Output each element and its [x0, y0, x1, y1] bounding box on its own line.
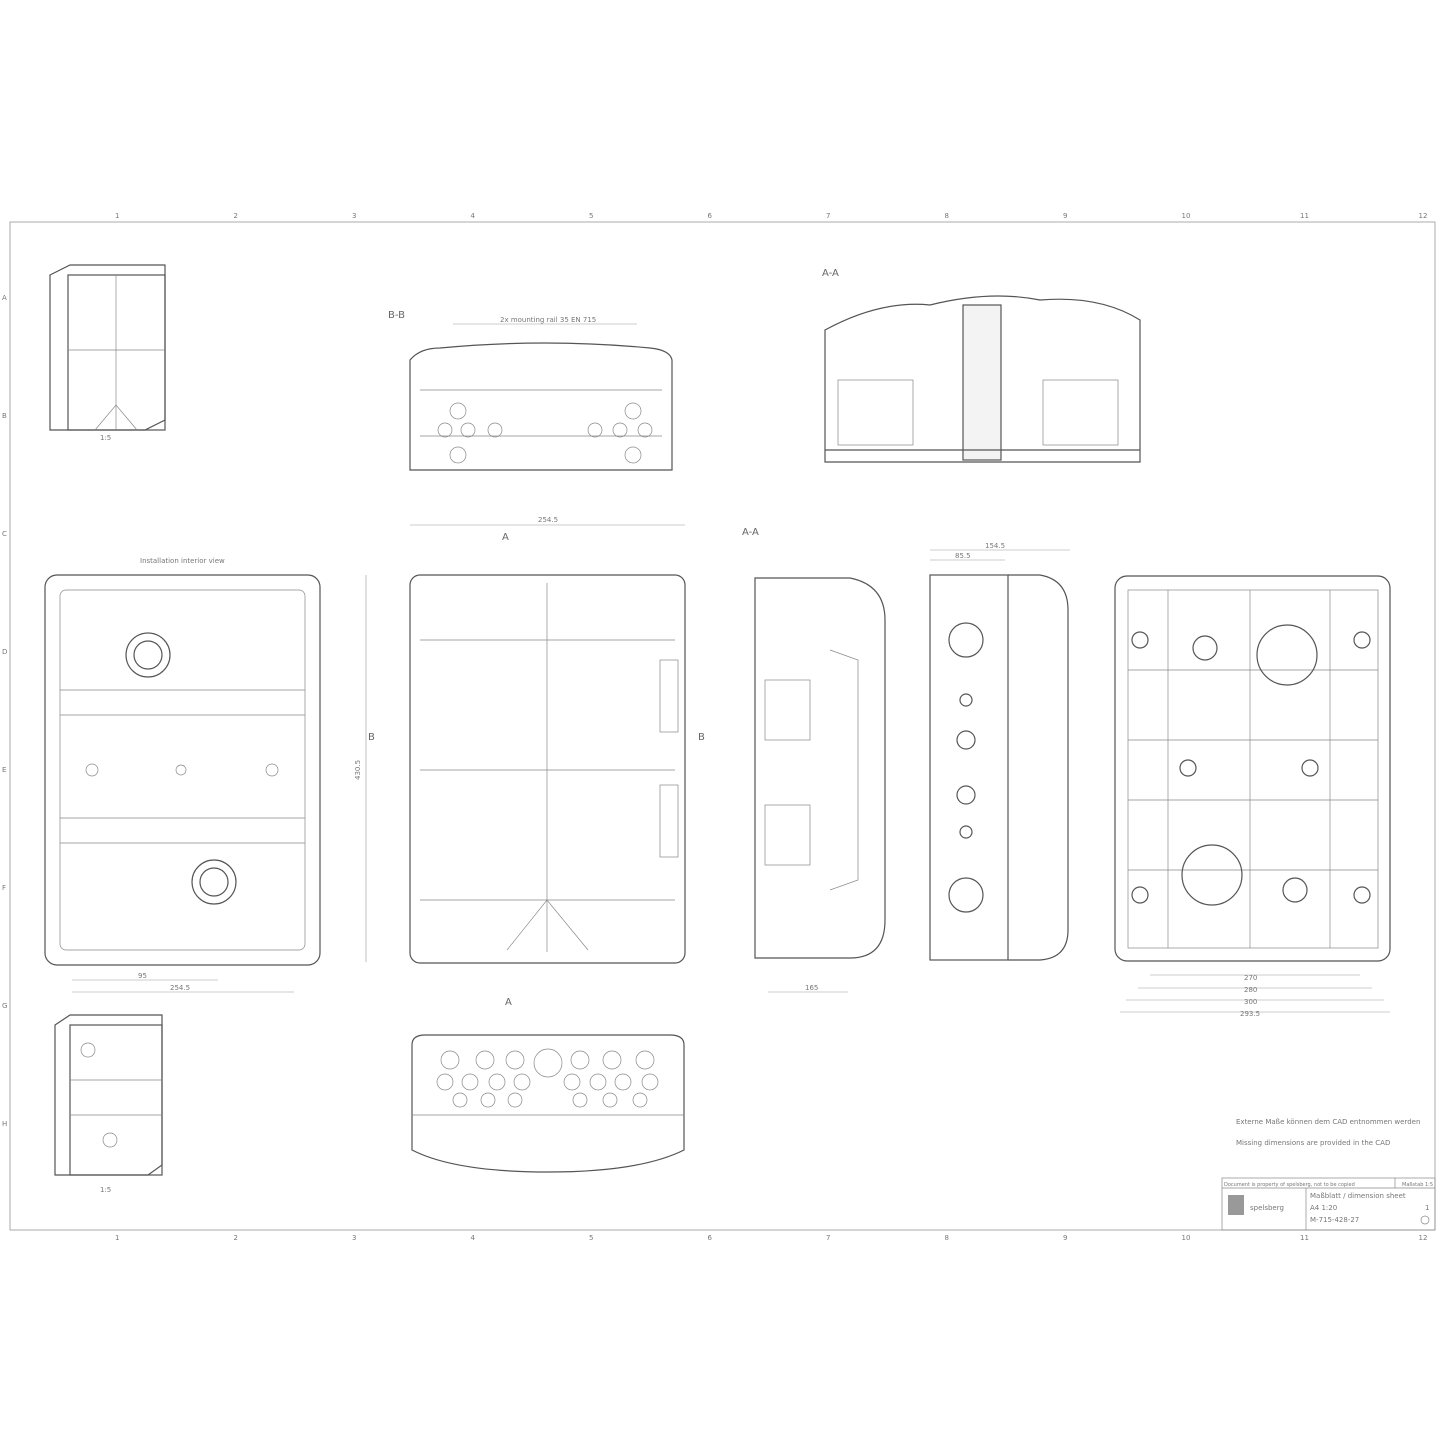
section-bb-view: B-B 2x mounting rail 35 EN 715	[388, 310, 673, 471]
note-german: Externe Maße können dem CAD entnommen we…	[1236, 1118, 1420, 1126]
grid-row-label: C	[2, 530, 7, 538]
iso-bottom-caption: 1:5	[100, 1186, 111, 1194]
inner-spacing-dim: 95	[138, 972, 147, 980]
cable-entry-hole	[533, 1048, 563, 1078]
inner-view-caption: Installation interior view	[140, 557, 225, 565]
grid-column-label: 12	[1419, 212, 1428, 220]
grid-row-label: G	[2, 1002, 7, 1010]
company-name: spelsberg	[1250, 1204, 1284, 1212]
grid-column-label: 10	[1182, 212, 1191, 220]
cable-entry-hole	[632, 1092, 648, 1108]
rear-view: 270 280 300 293.5	[1114, 575, 1391, 1018]
grid-column-label: 1	[115, 212, 119, 220]
cable-entry-hole	[452, 1092, 468, 1108]
grid-row-label: D	[2, 648, 7, 656]
grid-row-label: F	[2, 884, 6, 892]
cable-entry-hole	[572, 1092, 588, 1108]
note-english: Missing dimensions are provided in the C…	[1236, 1139, 1390, 1147]
cut-a-bottom: A	[505, 997, 512, 1008]
grid-column-label: 6	[708, 1234, 713, 1242]
cable-entry-hole	[488, 1073, 506, 1091]
grid-row-label: E	[2, 766, 6, 774]
front-width-dim: 254.5	[538, 516, 558, 524]
aa-depth-dim: 165	[805, 984, 818, 992]
front-interior-view: Installation interior view 95 254.5	[44, 557, 321, 993]
grid-column-label: 9	[1063, 212, 1067, 220]
iso-top-caption: 1:5	[100, 434, 111, 442]
cut-a-top: A	[502, 532, 509, 543]
cable-entry-hole	[480, 1092, 496, 1108]
grid-column-label: 5	[589, 212, 593, 220]
isometric-view-bottom: 1:5	[54, 1014, 163, 1194]
side-view: 154.5 85.5	[929, 542, 1070, 961]
cable-entry-hole	[635, 1050, 655, 1070]
cable-entry-hole	[614, 1073, 632, 1091]
drawing-title: Maßblatt / dimension sheet	[1310, 1192, 1406, 1200]
cable-entry-hole	[507, 1092, 523, 1108]
section-aa-side-label: A-A	[742, 527, 759, 538]
cable-entry-hole	[461, 1073, 479, 1091]
grid-row-label: A	[2, 294, 7, 302]
grid-row-label: H	[2, 1120, 7, 1128]
grid-column-label: 7	[826, 212, 830, 220]
front-height-dim: 430.5	[354, 760, 362, 780]
grid-column-label: 10	[1182, 1234, 1191, 1242]
cut-b-right: B	[698, 732, 705, 743]
disclaimer: Document is property of spelsberg, not t…	[1224, 1182, 1355, 1188]
section-bb-label: B-B	[388, 310, 405, 321]
grid-column-label: 4	[471, 1234, 476, 1242]
rear-dim-1: 270	[1244, 974, 1257, 982]
projection-symbol-icon	[1420, 1215, 1430, 1225]
grid-column-label: 6	[708, 212, 713, 220]
grid-column-label: 2	[234, 1234, 238, 1242]
title-block: Document is property of spelsberg, not t…	[1221, 1177, 1436, 1231]
scale: Maßstab 1:5	[1402, 1182, 1433, 1188]
cable-entry-hole	[475, 1050, 495, 1070]
cable-entry-hole	[513, 1073, 531, 1091]
cable-entry-hole	[589, 1073, 607, 1091]
grid-column-label: 3	[352, 1234, 356, 1242]
grid-column-label: 1	[115, 1234, 119, 1242]
bb-dim: 2x mounting rail 35 EN 715	[500, 316, 596, 324]
rear-dim-3: 300	[1244, 998, 1257, 1006]
side-depth-dim: 154.5	[985, 542, 1005, 550]
sheet-number: 1	[1425, 1204, 1429, 1212]
grid-column-label: 7	[826, 1234, 830, 1242]
front-door-view: 254.5 430.5 A A B B	[354, 516, 705, 1008]
isometric-view-top: 1:5	[49, 264, 166, 442]
section-aa-top-label: A-A	[822, 268, 839, 279]
grid-row-label: B	[2, 412, 7, 420]
cable-entry-hole	[570, 1050, 590, 1070]
rear-dim-2: 280	[1244, 986, 1257, 994]
grid-column-label: 8	[945, 212, 949, 220]
grid-column-label: 3	[352, 212, 356, 220]
company-logo	[1228, 1195, 1244, 1215]
sheet-border	[9, 221, 1436, 1231]
drawing-number: M-715-428-27	[1310, 1216, 1359, 1224]
rear-dim-4: 293.5	[1240, 1010, 1260, 1018]
grid-column-label: 12	[1419, 1234, 1428, 1242]
bottom-view	[411, 1034, 685, 1173]
cable-entry-hole	[602, 1092, 618, 1108]
grid-column-label: 9	[1063, 1234, 1067, 1242]
cable-entry-hole	[436, 1073, 454, 1091]
grid-column-label: 2	[234, 212, 238, 220]
cable-entry-hole	[505, 1050, 525, 1070]
grid-column-label: 8	[945, 1234, 949, 1242]
section-aa-side-view: A-A 165	[742, 527, 886, 993]
grid-column-label: 11	[1300, 1234, 1309, 1242]
cable-entry-hole	[563, 1073, 581, 1091]
grid-column-label: 11	[1300, 212, 1309, 220]
side-depth2-dim: 85.5	[955, 552, 971, 560]
cable-entry-hole	[440, 1050, 460, 1070]
inner-width-dim: 254.5	[170, 984, 190, 992]
format: A4 1:20	[1310, 1204, 1337, 1212]
cut-b-left: B	[368, 732, 375, 743]
grid-column-label: 4	[471, 212, 476, 220]
cable-entry-hole	[641, 1073, 659, 1091]
section-aa-top-view: A-A	[822, 268, 1141, 463]
cable-entry-hole	[602, 1050, 622, 1070]
grid-column-label: 5	[589, 1234, 593, 1242]
